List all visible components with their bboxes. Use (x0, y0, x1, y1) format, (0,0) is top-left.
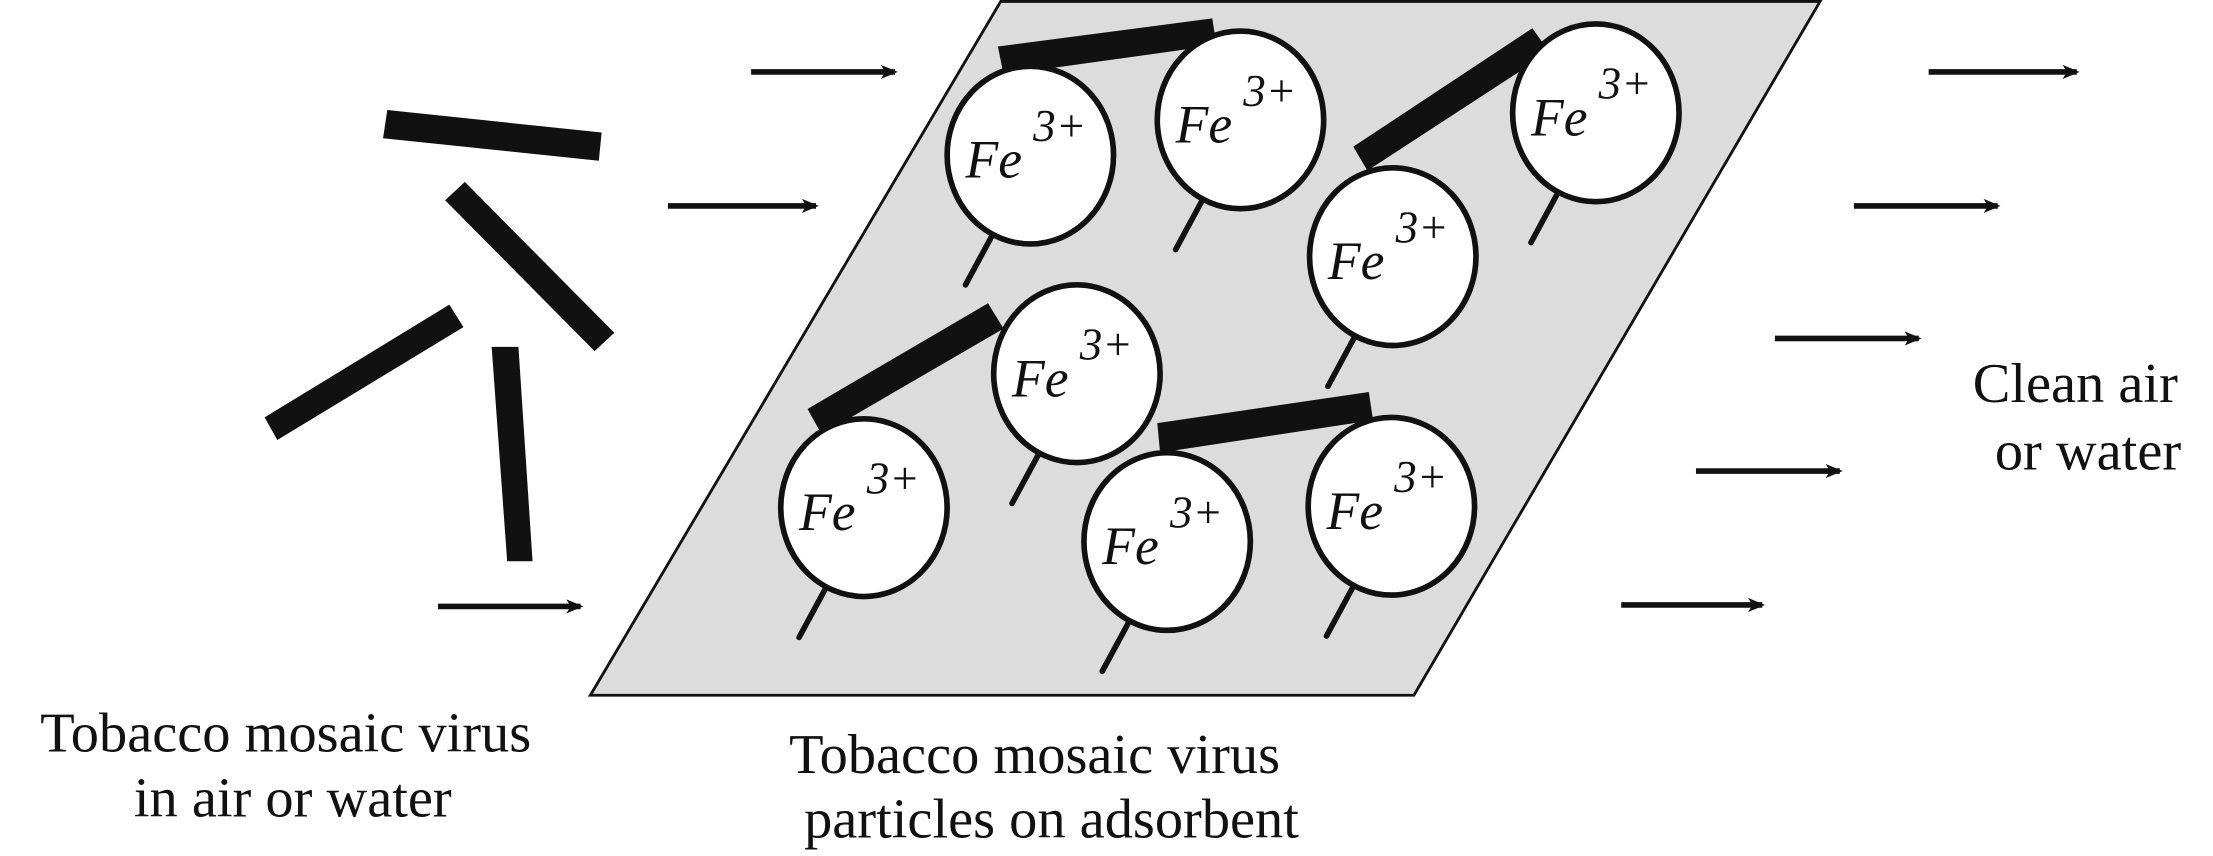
fe-bead: Fe3+ (1306, 164, 1479, 390)
fe-ion-charge: 3+ (1393, 452, 1447, 502)
bound-virus-rods (807, 18, 1550, 453)
free-virus-rods (264, 109, 615, 562)
fe-ion-charge: 3+ (1169, 487, 1223, 537)
bead-circle (1306, 164, 1479, 349)
fe-ion-label: Fe (964, 130, 1022, 190)
bead-circle (777, 416, 950, 600)
bead-tail (1323, 581, 1358, 639)
fe-ion-charge: 3+ (1395, 203, 1449, 253)
bead-tail (1009, 448, 1044, 507)
fe-ion-label: Fe (1175, 94, 1233, 154)
virus-rod (383, 109, 602, 161)
bead-circle (1509, 21, 1682, 205)
fe-ion-label: Fe (798, 482, 856, 542)
bead-tail (1099, 616, 1134, 675)
bead-circle (1305, 414, 1478, 598)
outflow-arrows (1621, 64, 2080, 613)
fe-bead: Fe3+ (990, 282, 1163, 507)
virus-rod (1353, 28, 1550, 171)
fe-bead: Fe3+ (777, 416, 950, 641)
fe-ion-label: Fe (1011, 348, 1069, 408)
fe-ion-charge: 3+ (1242, 66, 1296, 116)
fe-ion-label: Fe (1327, 231, 1385, 291)
fe-ion-charge: 3+ (1032, 101, 1086, 151)
fe-ion-charge: 3+ (1598, 59, 1652, 109)
fe-beads: Fe3+Fe3+Fe3+Fe3+Fe3+Fe3+Fe3+Fe3+ (777, 21, 1682, 675)
label-clean-air-or-water: Clean air or water (1973, 353, 2192, 483)
bead-circle (990, 282, 1163, 466)
fe-bead: Fe3+ (1305, 414, 1478, 639)
virus-rod (807, 303, 1004, 435)
fe-bead: Fe3+ (1081, 449, 1254, 675)
bead-tail (1528, 187, 1562, 246)
fe-bead: Fe3+ (1509, 21, 1682, 246)
fe-ion-charge: 3+ (1079, 320, 1133, 370)
virus-rod (491, 346, 533, 562)
fe-bead: Fe3+ (1154, 28, 1327, 253)
fe-ion-label: Fe (1101, 516, 1159, 576)
bead-circle (1154, 28, 1327, 212)
bead-tail (1325, 331, 1359, 390)
fe-ion-label: Fe (1325, 481, 1383, 541)
label-virus-in-air-or-water: Tobacco mosaic virus in air or water (40, 703, 545, 830)
bead-tail (796, 582, 831, 641)
bead-tail (962, 229, 997, 288)
fe-bead: Fe3+ (944, 63, 1117, 288)
bead-circle (1081, 449, 1254, 634)
inflow-arrows (438, 64, 898, 614)
virus-rod (997, 18, 1217, 75)
virus-rod (264, 304, 464, 440)
bead-circle (944, 63, 1117, 247)
fe-ion-charge: 3+ (866, 454, 920, 504)
virus-rod (445, 181, 615, 352)
fe-ion-label: Fe (1530, 87, 1588, 147)
bead-tail (1172, 194, 1207, 253)
label-particles-on-adsorbent: Tobacco mosaic virus particles on adsorb… (789, 724, 1299, 851)
virus-rod (1157, 392, 1374, 453)
